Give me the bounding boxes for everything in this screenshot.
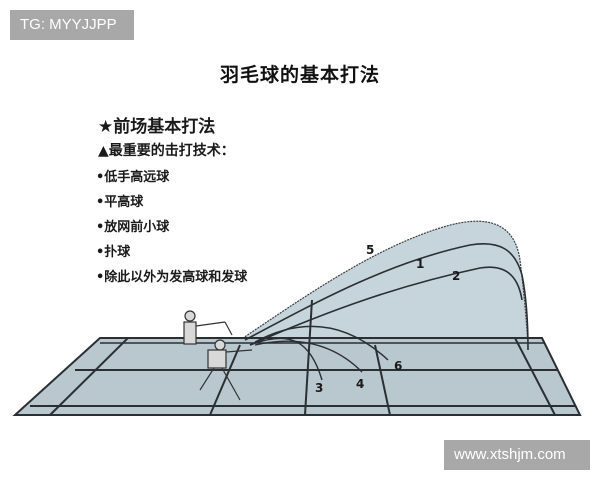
page-title: 羽毛球的基本打法: [219, 64, 380, 86]
trajectory-label-4: 4: [356, 377, 364, 391]
trajectory-envelope: [239, 220, 529, 346]
technique-item: •平高球: [96, 195, 144, 210]
trajectory-label-3: 3: [315, 381, 323, 395]
player-figures: [183, 310, 253, 401]
watermark-top: TG: MYYJJPP: [10, 10, 134, 40]
technique-item: •放网前小球: [96, 220, 170, 235]
section-subheading: ▲最重要的击打技术：: [98, 143, 235, 159]
technique-item: •扑球: [96, 245, 131, 260]
technique-item: •除此以外为发高球和发球: [96, 270, 248, 285]
watermark-bottom: www.xtshjm.com: [444, 440, 590, 470]
trajectory-label-6: 6: [394, 359, 402, 373]
trajectory-label-2: 2: [452, 269, 460, 283]
trajectory-label-5: 5: [366, 243, 374, 257]
trajectory-label-1: 1: [416, 257, 424, 271]
section-heading: ★前场基本打法: [98, 117, 216, 137]
technique-item: •低手高远球: [96, 170, 170, 185]
court-surface: [12, 337, 582, 416]
